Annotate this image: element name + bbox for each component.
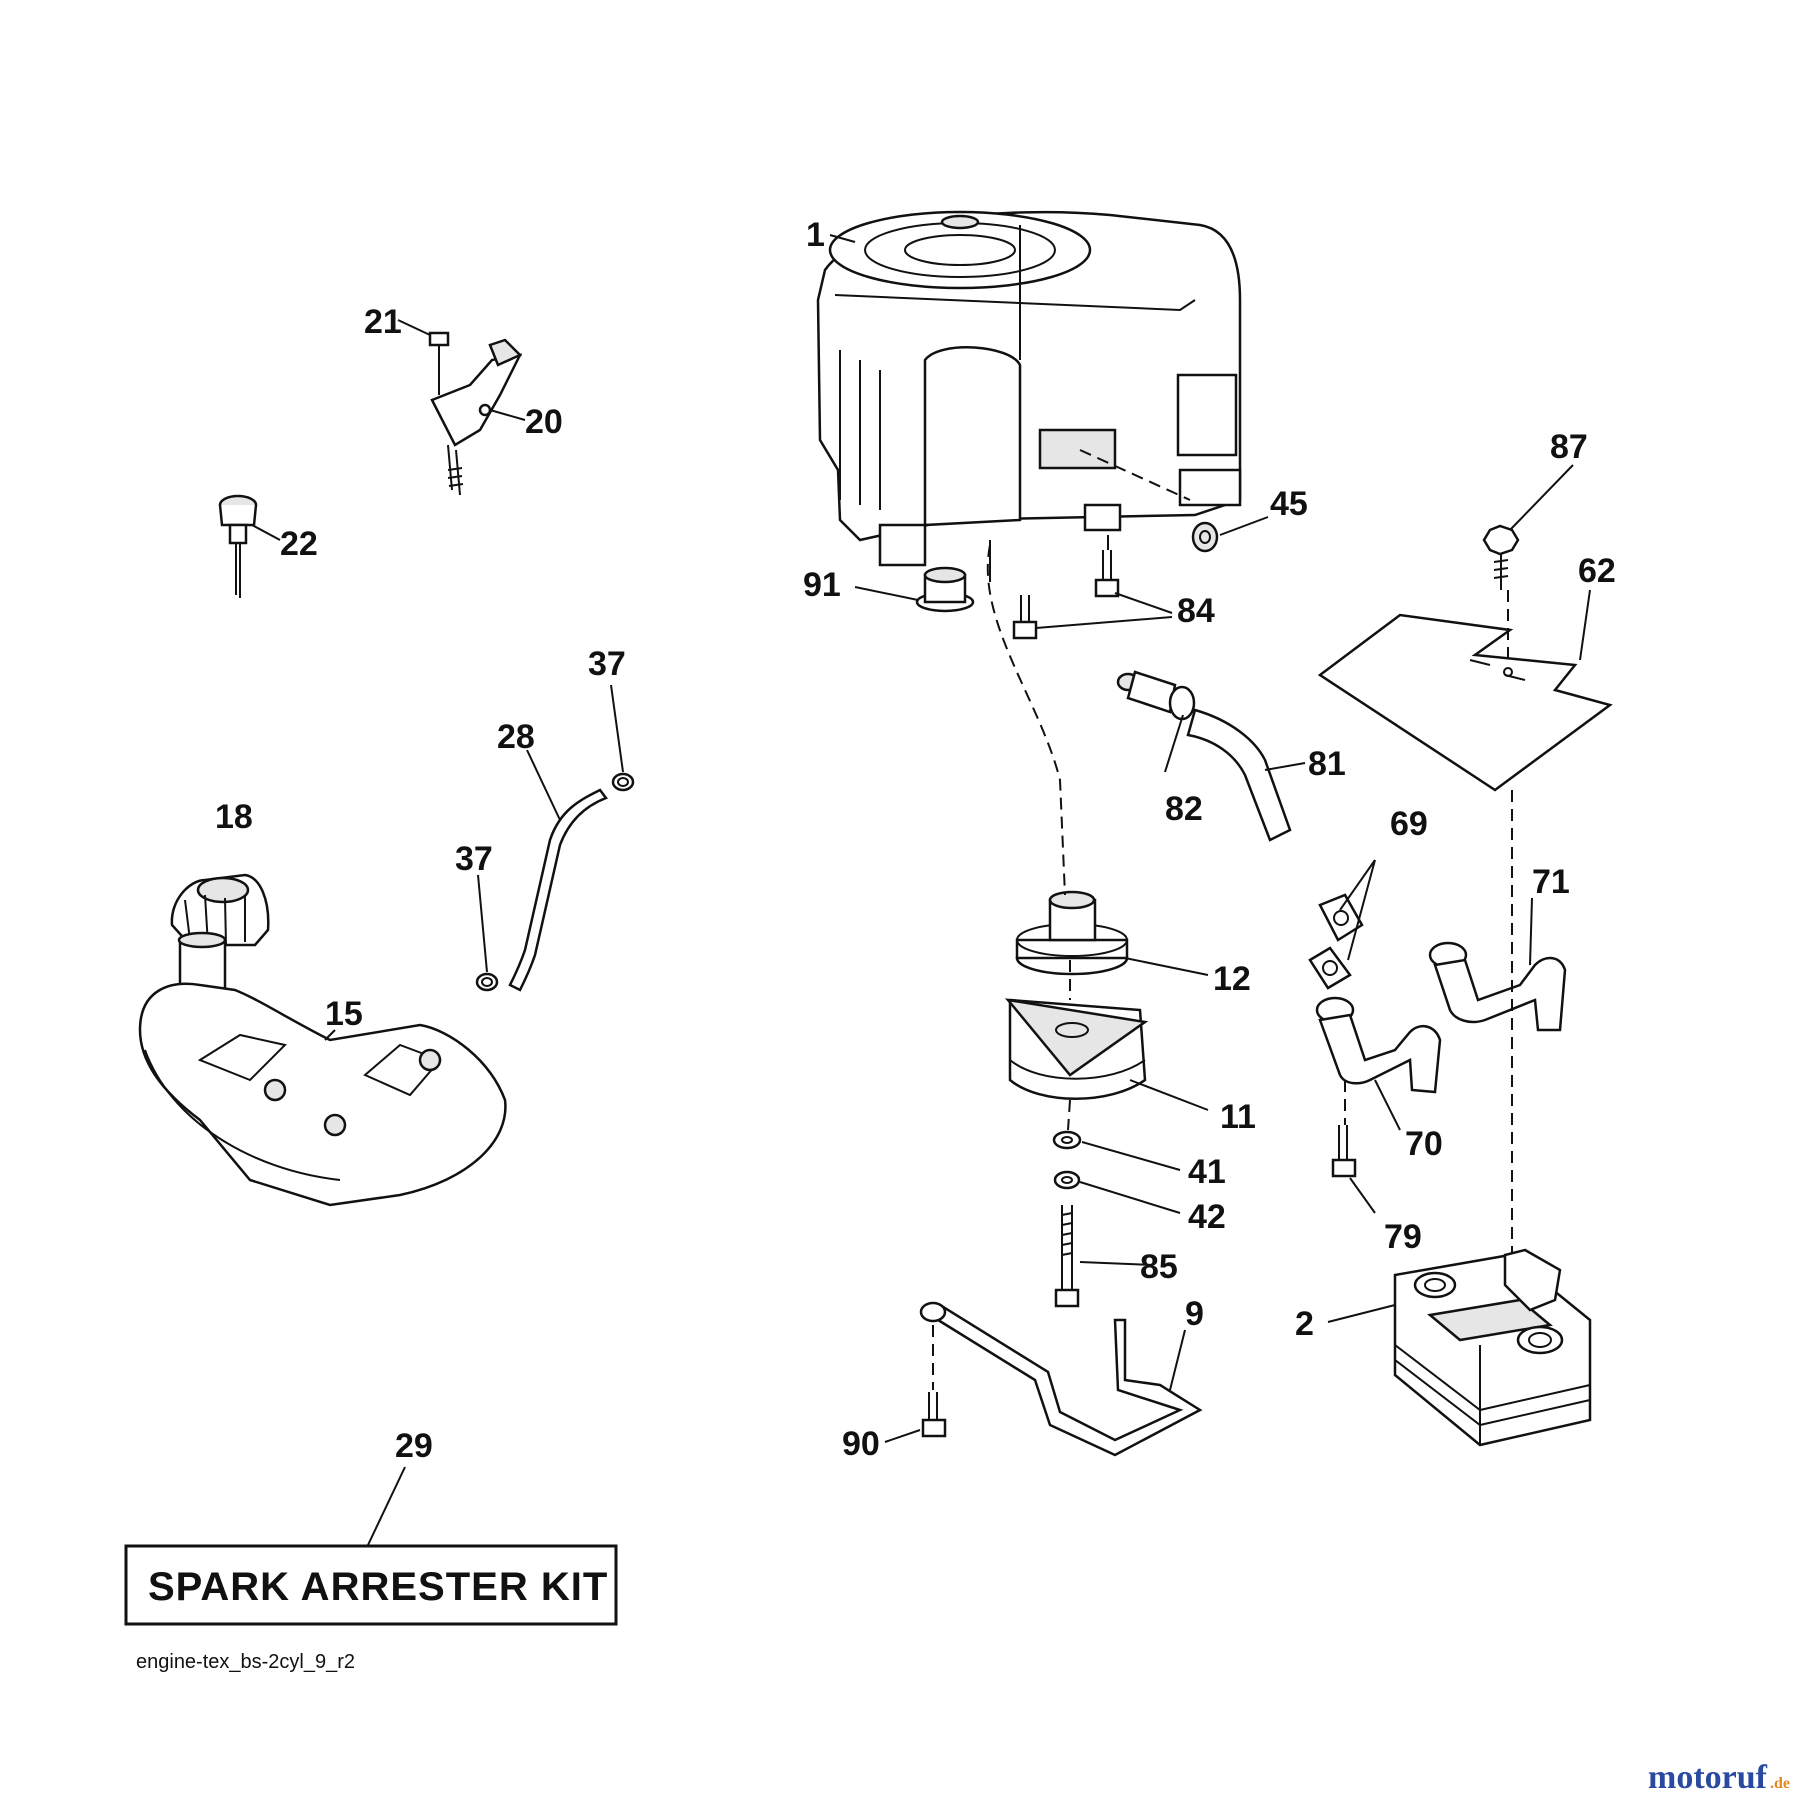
leader-lines bbox=[251, 234, 1591, 1546]
watermark-logo: motoruf .de bbox=[1648, 1759, 1790, 1796]
exhaust-gasket-part-69-a bbox=[1318, 893, 1364, 942]
callout-1: 1 bbox=[806, 216, 825, 254]
spark-arrester-kit-box: SPARK ARRESTER KIT bbox=[124, 1544, 618, 1626]
callout-91: 91 bbox=[803, 566, 841, 604]
callout-29: 29 bbox=[395, 1427, 433, 1465]
hose-clamp-part-37-upper bbox=[611, 772, 635, 792]
fuel-tank-part-15 bbox=[138, 931, 507, 1207]
callout-37-lower: 37 bbox=[455, 840, 493, 878]
callout-79: 79 bbox=[1384, 1218, 1422, 1256]
callout-22: 22 bbox=[280, 525, 318, 563]
choke-knob-part-22 bbox=[218, 494, 258, 598]
callout-21: 21 bbox=[364, 303, 402, 341]
callout-85: 85 bbox=[1140, 1248, 1178, 1286]
bolt-part-79 bbox=[1331, 1125, 1357, 1178]
callout-9: 9 bbox=[1185, 1295, 1204, 1333]
bolt-part-21 bbox=[428, 331, 450, 395]
drawing-code: engine-tex_bs-2cyl_9_r2 bbox=[136, 1651, 355, 1673]
engine-part-1 bbox=[816, 210, 1242, 567]
callout-12: 12 bbox=[1213, 960, 1251, 998]
bolts-part-84 bbox=[989, 535, 1120, 640]
callout-15: 15 bbox=[325, 995, 363, 1033]
callout-70: 70 bbox=[1405, 1125, 1443, 1163]
callout-62: 62 bbox=[1578, 552, 1616, 590]
bolt-part-90 bbox=[921, 1392, 947, 1438]
callout-28: 28 bbox=[497, 718, 535, 756]
washer-part-42 bbox=[1053, 1170, 1081, 1190]
callout-90: 90 bbox=[842, 1425, 880, 1463]
exhaust-gasket-part-69-b bbox=[1308, 946, 1352, 990]
exhaust-pipe-part-70 bbox=[1315, 996, 1442, 1125]
callout-87: 87 bbox=[1550, 428, 1588, 466]
throttle-bracket-part-20 bbox=[430, 338, 523, 496]
bushing-part-91 bbox=[915, 566, 975, 613]
washer-part-41 bbox=[1052, 1130, 1082, 1150]
callout-20: 20 bbox=[525, 403, 563, 441]
callout-41: 41 bbox=[1188, 1153, 1226, 1191]
callout-11: 11 bbox=[1220, 1098, 1256, 1136]
watermark-brand: motoruf bbox=[1648, 1759, 1768, 1796]
fuel-filter-part-82 bbox=[1116, 670, 1196, 721]
watermark-tld: .de bbox=[1770, 1775, 1790, 1792]
fuel-hose-part-81 bbox=[1186, 708, 1292, 842]
callout-84: 84 bbox=[1177, 592, 1215, 630]
callout-42: 42 bbox=[1188, 1198, 1226, 1236]
gas-cap-part-18 bbox=[170, 873, 270, 947]
bolt-part-85 bbox=[1054, 1205, 1080, 1308]
callout-18: 18 bbox=[215, 798, 253, 836]
callout-labels: 1 21 20 22 45 87 91 84 62 37 28 81 82 18… bbox=[215, 216, 1616, 1465]
callout-2: 2 bbox=[1295, 1305, 1314, 1343]
screw-part-87 bbox=[1482, 524, 1520, 660]
pto-clutch-part-11 bbox=[1004, 998, 1149, 1100]
hose-clamp-part-37-lower bbox=[475, 972, 499, 992]
callout-37-upper: 37 bbox=[588, 645, 626, 683]
muffler-part-2 bbox=[1393, 790, 1592, 1447]
exhaust-pipe-part-71 bbox=[1428, 941, 1567, 1032]
spark-arrester-kit-label: SPARK ARRESTER KIT bbox=[148, 1565, 608, 1609]
callout-82: 82 bbox=[1165, 790, 1203, 828]
heat-shield-part-62 bbox=[1317, 613, 1613, 792]
callout-71: 71 bbox=[1532, 863, 1570, 901]
bracket-part-9 bbox=[919, 1301, 1203, 1457]
callout-45: 45 bbox=[1270, 485, 1308, 523]
pulley-part-12 bbox=[1015, 890, 1129, 976]
callout-69: 69 bbox=[1390, 805, 1428, 843]
nut-part-45 bbox=[1191, 521, 1219, 553]
callout-81: 81 bbox=[1308, 745, 1346, 783]
fuel-line-part-28 bbox=[508, 788, 608, 992]
